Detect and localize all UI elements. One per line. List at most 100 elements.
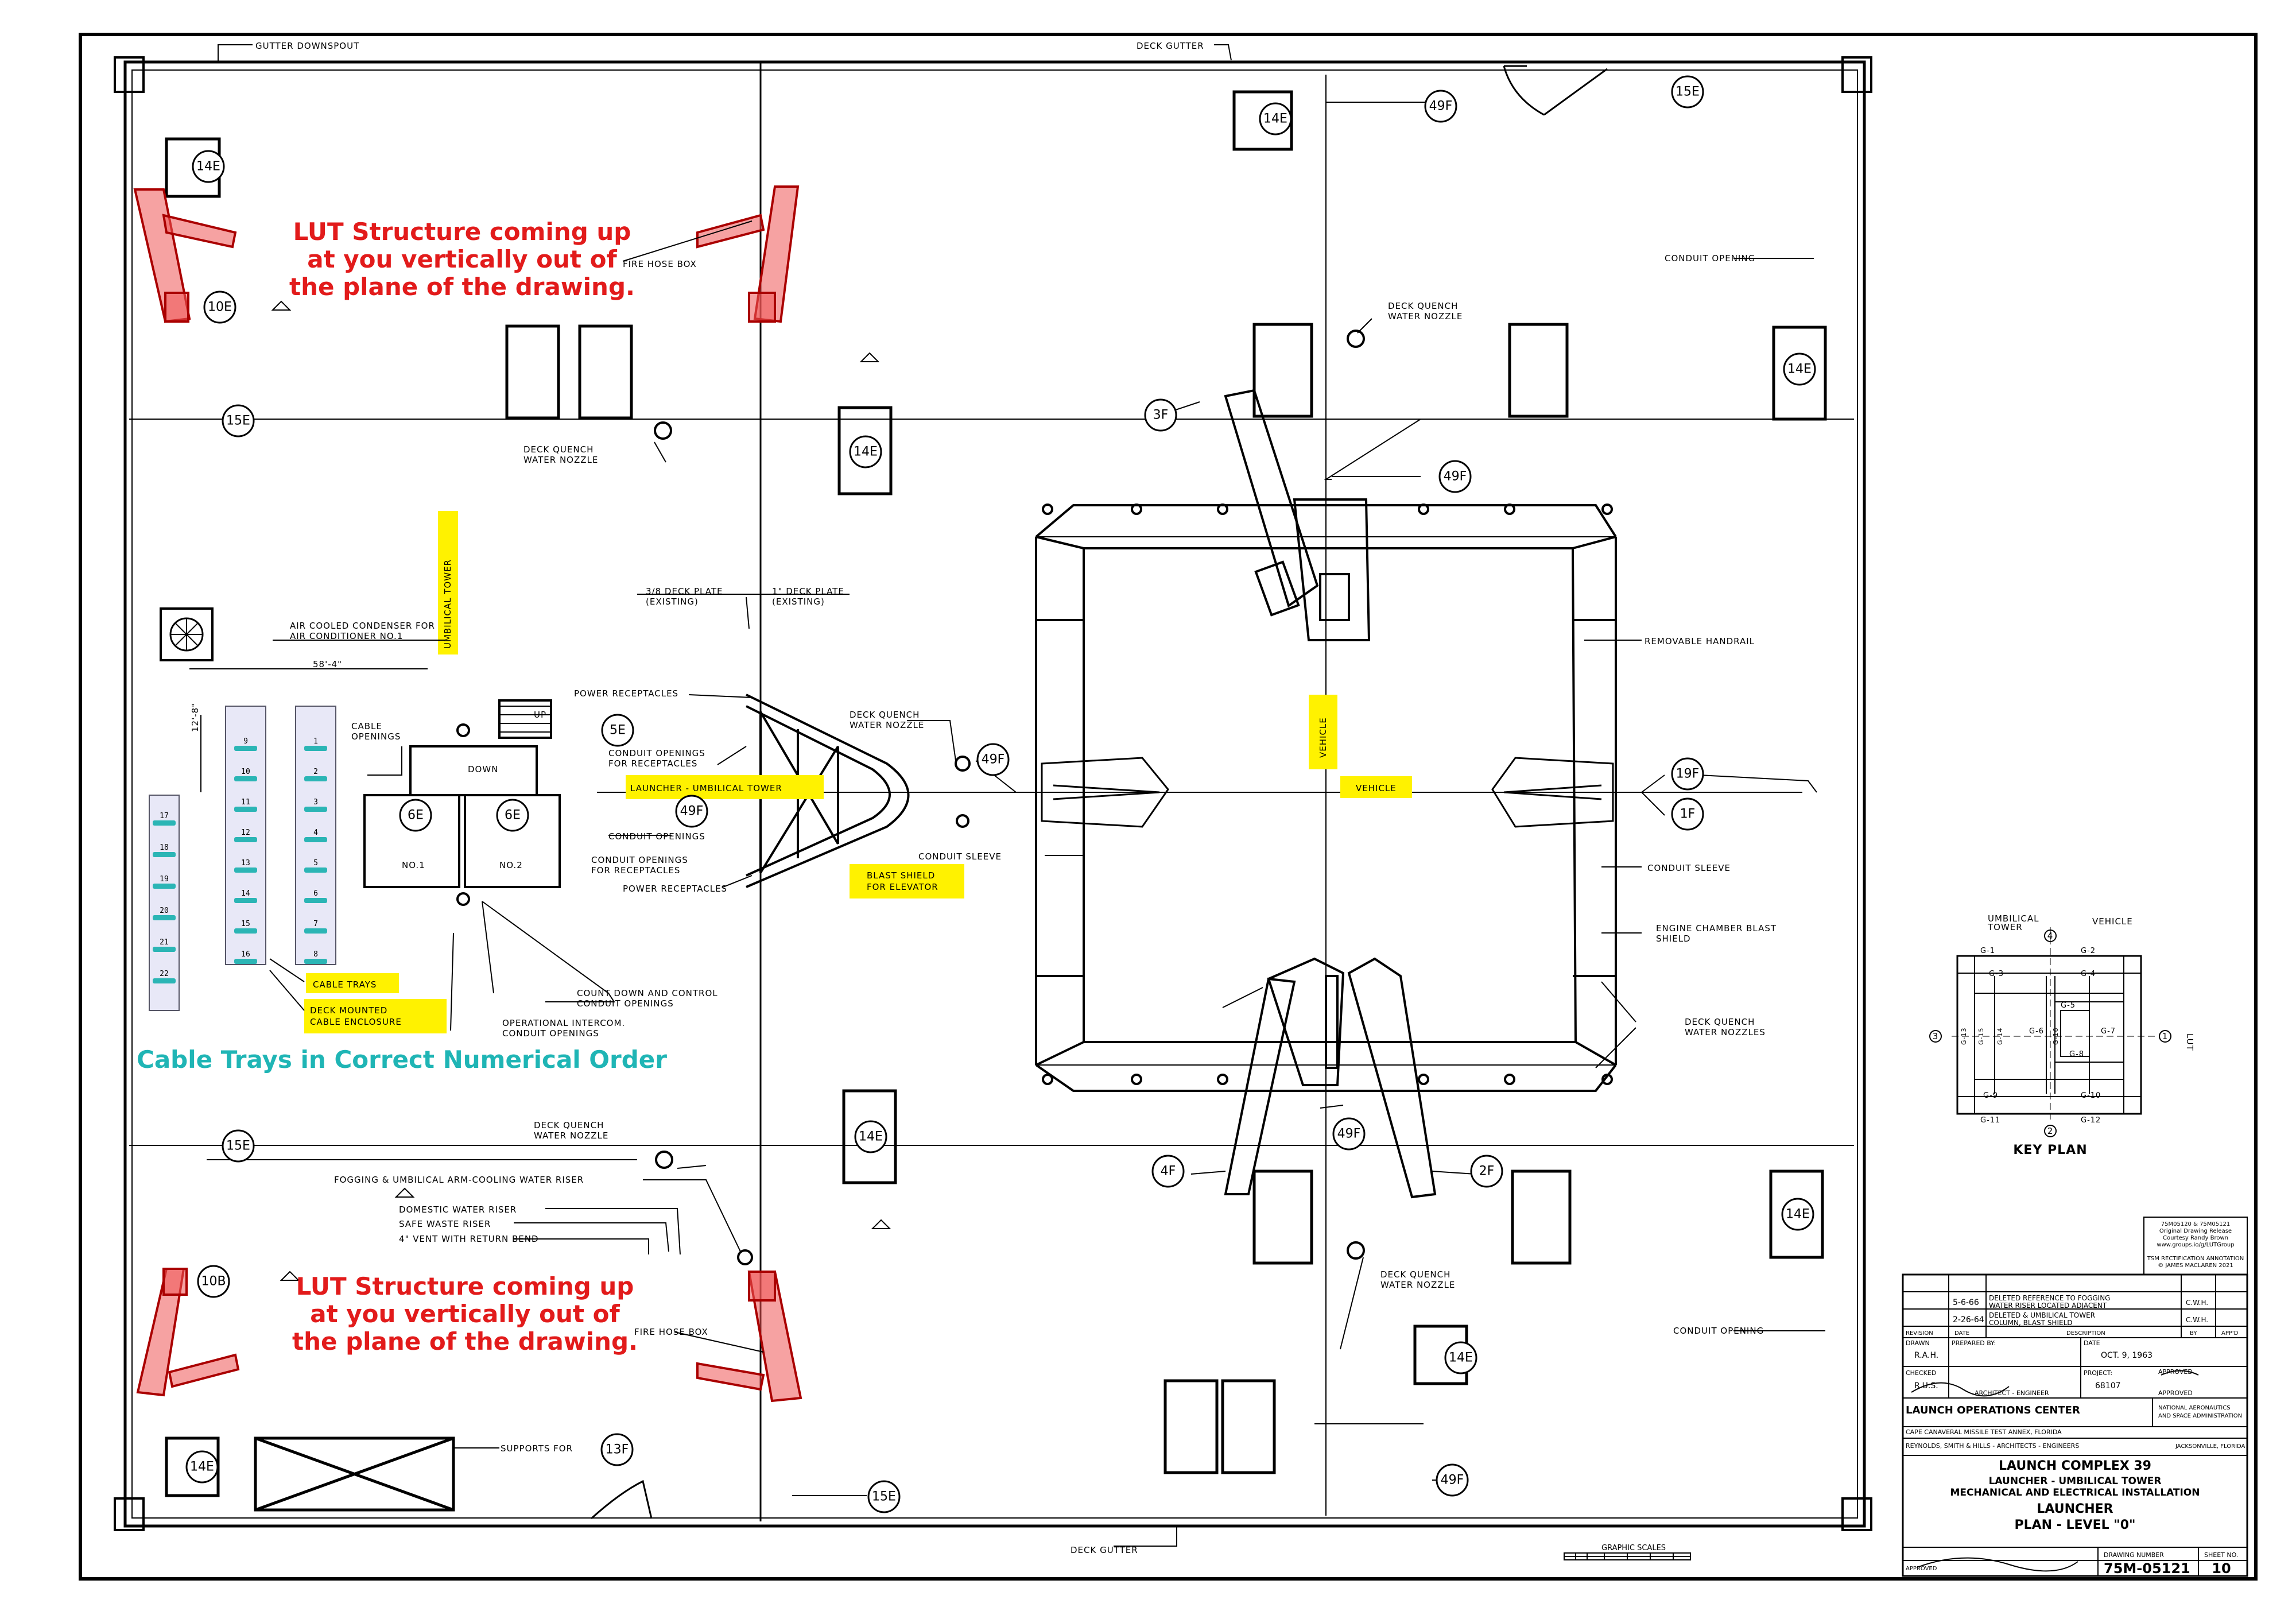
bubble-4f-circle bbox=[1151, 1155, 1185, 1188]
domestic-water-label: DOMESTIC WATER RISER bbox=[399, 1205, 517, 1215]
rev1-by: C.W.H. bbox=[2186, 1299, 2208, 1307]
cable-tray-number: 10 bbox=[241, 768, 250, 776]
nozzle-circles bbox=[456, 330, 1613, 1265]
org-rsh: REYNOLDS, SMITH & HILLS - ARCHITECTS - E… bbox=[1906, 1442, 2079, 1450]
lut-structure-note-bottom: LUT Structure coming up bbox=[296, 1272, 634, 1300]
hold-down-arms bbox=[1041, 757, 1614, 828]
bubble-10e-circle bbox=[203, 291, 236, 324]
revision-header: REVISION bbox=[1906, 1330, 1933, 1337]
cable-tray-marker bbox=[234, 959, 257, 964]
dimension-58: 58'-4" bbox=[313, 659, 342, 669]
deck-inner-outline bbox=[131, 69, 1858, 1519]
dimension-12: 12'-8" bbox=[190, 703, 200, 732]
cable-tray-number: 3 bbox=[313, 798, 318, 807]
org-launch-ops: LAUNCH OPERATIONS CENTER bbox=[1906, 1404, 2080, 1416]
bubble-6e-circle bbox=[399, 799, 432, 832]
conduit-openings-receptacles-label: FOR RECEPTACLES bbox=[591, 865, 680, 876]
key-plan-vehicle-label: VEHICLE bbox=[2092, 916, 2133, 927]
bottom-service-arms bbox=[1224, 957, 1437, 1199]
cable-tray-number: 11 bbox=[241, 798, 250, 807]
conduit-openings-receptacles-label: FOR RECEPTACLES bbox=[608, 758, 697, 769]
fire-hose-box-label-top: FIRE HOSE BOX bbox=[623, 259, 697, 269]
cable-openings-label: OPENINGS bbox=[351, 731, 401, 742]
bubble-3f: 3F bbox=[1153, 408, 1169, 423]
fogging-riser-label: FOGGING & UMBILICAL ARM-COOLING WATER RI… bbox=[334, 1175, 584, 1185]
bubble-14e-circle bbox=[192, 150, 225, 183]
key-plan-g9: G-9 bbox=[1983, 1091, 1998, 1100]
gutter-downspout-label: GUTTER DOWNSPOUT bbox=[255, 41, 359, 51]
release-stamp-line: Original Drawing Release bbox=[2159, 1228, 2232, 1234]
cable-tray-number: 4 bbox=[313, 828, 318, 837]
bubble-2f-circle bbox=[1470, 1155, 1503, 1188]
engine-chamber-blast-label: SHIELD bbox=[1656, 934, 1691, 944]
bubble-5e: 5E bbox=[610, 723, 626, 738]
deck-plate-1-label: 1" DECK PLATE bbox=[772, 586, 844, 597]
sheet-number: 10 bbox=[2212, 1560, 2231, 1577]
deck-quench-label: DECK QUENCH bbox=[523, 444, 594, 455]
bubble-6e: 6E bbox=[505, 808, 521, 823]
key-plan-g11: G-11 bbox=[1980, 1116, 2000, 1125]
title-line-3: MECHANICAL AND ELECTRICAL INSTALLATION bbox=[1950, 1487, 2200, 1498]
bubble-15e: 15E bbox=[872, 1490, 896, 1504]
bubble-14e-circle bbox=[1444, 1341, 1477, 1374]
cable-tray-marker bbox=[153, 820, 176, 826]
conduit-openings-receptacles-label: CONDUIT OPENINGS bbox=[608, 748, 705, 758]
deck-quench-label: DECK QUENCH bbox=[1380, 1269, 1450, 1280]
cable-tray-marker bbox=[153, 884, 176, 889]
top-service-arm bbox=[1224, 389, 1371, 641]
bubble-49f-circle bbox=[1438, 460, 1472, 493]
key-plan-axis-2: 2 bbox=[2047, 1126, 2054, 1136]
bubble-14e: 14E bbox=[190, 1460, 214, 1474]
bubble-49f-circle bbox=[1332, 1117, 1366, 1151]
deck-quench-label: DECK QUENCH bbox=[1388, 301, 1458, 311]
highlight-cable-trays bbox=[306, 973, 399, 993]
bubble-10b: 10B bbox=[201, 1275, 226, 1289]
deck-quench-nozzles-label: WATER NOZZLES bbox=[1685, 1027, 1766, 1037]
cable-tray-number: 5 bbox=[313, 859, 318, 867]
bubble-14e: 14E bbox=[859, 1130, 883, 1144]
key-plan-g10: G-10 bbox=[2081, 1091, 2101, 1100]
launcher-umbilical-tower-label: LAUNCHER - UMBILICAL TOWER bbox=[630, 783, 782, 793]
bubble-49f: 49F bbox=[1337, 1127, 1361, 1141]
bubble-49f: 49F bbox=[1444, 470, 1467, 484]
cable-tray-number: 21 bbox=[160, 938, 169, 947]
cable-tray-number: 17 bbox=[160, 812, 169, 820]
approved-label: APPROVED bbox=[1906, 1566, 1937, 1572]
removable-handrail-label: REMOVABLE HANDRAIL bbox=[1645, 636, 1755, 646]
key-plan-axis-4: 4 bbox=[2047, 931, 2054, 941]
drawing-number-label: DRAWING NUMBER bbox=[2104, 1551, 2164, 1559]
power-receptacles-label-top: POWER RECEPTACLES bbox=[574, 688, 678, 699]
bubble-14e: 14E bbox=[196, 160, 220, 174]
bubble-14e-circle bbox=[1781, 1198, 1814, 1231]
corner-blocks bbox=[114, 56, 1872, 1531]
key-plan-g4: G-4 bbox=[2081, 970, 2096, 978]
rev2-description: COLUMN, BLAST SHIELD bbox=[1989, 1319, 2073, 1327]
lut-structure-note-bottom: at you vertically out of bbox=[310, 1300, 620, 1328]
conduit-sleeve-label-right: CONDUIT SLEEVE bbox=[1647, 863, 1731, 873]
fire-hose-box-label-bottom: FIRE HOSE BOX bbox=[634, 1327, 708, 1337]
cable-tray-marker bbox=[304, 959, 327, 964]
title-line-5: PLAN - LEVEL "0" bbox=[2014, 1518, 2135, 1532]
cable-tray-marker bbox=[153, 947, 176, 952]
signatures bbox=[1911, 1370, 2199, 1572]
prepared-by-label: PREPARED BY: bbox=[1952, 1339, 1996, 1347]
graphic-scale bbox=[1564, 1552, 1691, 1560]
date-value: OCT. 9, 1963 bbox=[2101, 1351, 2152, 1360]
cable-tray-number: 7 bbox=[313, 920, 318, 928]
lut-structure-note-top: at you vertically out of bbox=[307, 245, 617, 273]
title-line-1: LAUNCH COMPLEX 39 bbox=[1999, 1459, 2151, 1473]
key-plan-g15: G-15 bbox=[1977, 1028, 1985, 1045]
bubble-3f-circle bbox=[1144, 398, 1177, 432]
bubble-15e: 15E bbox=[1676, 85, 1700, 99]
key-plan-umbilical-label: UMBILICAL bbox=[1988, 913, 2039, 924]
appd-header: APP'D bbox=[2221, 1330, 2239, 1337]
count-down-control-label: CONDUIT OPENINGS bbox=[577, 998, 674, 1009]
bubble-1f-circle bbox=[1671, 797, 1704, 831]
down-label: DOWN bbox=[468, 764, 498, 774]
cable-tray-marker bbox=[153, 915, 176, 920]
cable-tray-number: 12 bbox=[241, 828, 250, 837]
deck-quench-label: WATER NOZZLE bbox=[523, 455, 598, 465]
